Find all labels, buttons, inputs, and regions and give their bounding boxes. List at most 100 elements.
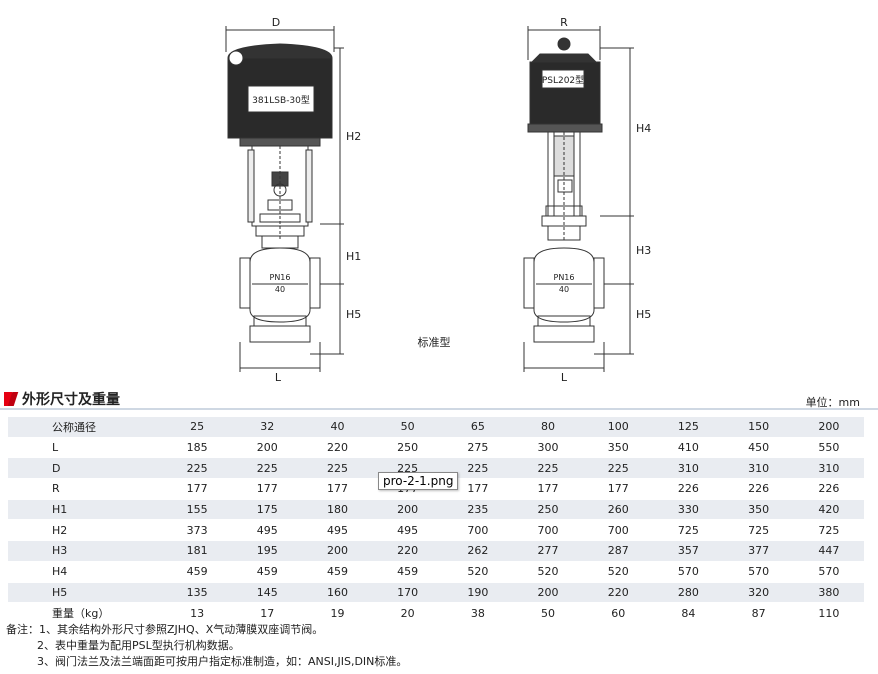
table-cell: 275 <box>442 437 513 459</box>
table-cell: 420 <box>793 499 864 521</box>
note-line-2: 2、表中重量为配用PSL型执行机构数据。 <box>37 639 240 652</box>
dim-h5-right-label: H5 <box>636 308 651 321</box>
left-actuator-label: 381LSB-30型 <box>252 95 310 106</box>
table-cell: 550 <box>793 437 864 459</box>
section-title: 外形尺寸及重量 <box>22 392 120 408</box>
dim-r-label: R <box>560 16 568 29</box>
table-cell: 495 <box>232 519 303 542</box>
table-cell: 330 <box>653 499 724 521</box>
table-cell: 25 <box>162 417 233 438</box>
dim-h5-left-label: H5 <box>346 308 361 321</box>
center-caption: 标准型 <box>418 335 451 349</box>
row-label: H1 <box>8 499 162 521</box>
table-cell: 235 <box>442 499 513 521</box>
table-cell: 177 <box>232 478 303 500</box>
table-cell: 570 <box>793 561 864 583</box>
table-cell: 310 <box>723 457 794 480</box>
table-cell: 145 <box>232 582 303 604</box>
table-cell: 220 <box>372 540 443 562</box>
table-cell: 250 <box>512 499 584 521</box>
table-cell: 177 <box>442 478 513 500</box>
table-cell: 225 <box>162 457 233 480</box>
table-cell: 495 <box>372 519 443 542</box>
table-cell: 226 <box>653 478 724 500</box>
table-cell: 135 <box>162 582 233 604</box>
image-filename-tooltip: pro-2-1.png <box>378 472 459 490</box>
table-cell: 177 <box>162 478 233 500</box>
table-cell: 377 <box>723 540 794 562</box>
table-cell: 310 <box>793 457 864 480</box>
table-cell: 225 <box>512 457 584 480</box>
table-cell: 459 <box>162 561 233 583</box>
table-cell: 50 <box>372 417 443 438</box>
table-cell: 447 <box>793 540 864 562</box>
table-cell: 220 <box>302 437 373 459</box>
table-cell: 277 <box>512 540 584 562</box>
table-cell: 250 <box>372 437 443 459</box>
row-label: H5 <box>8 582 162 604</box>
table-cell: 160 <box>302 582 373 604</box>
table-cell: 280 <box>653 582 724 604</box>
row-label: L <box>8 437 162 459</box>
table-cell: 177 <box>583 478 654 500</box>
table-cell: 570 <box>723 561 794 583</box>
table-cell: 380 <box>793 582 864 604</box>
table-cell: 226 <box>793 478 864 500</box>
dim-h4-label: H4 <box>636 122 651 135</box>
table-cell: 220 <box>583 582 654 604</box>
technical-drawing: D R 381LSB-30型 PSL202型 H2 H1 H5 H4 H3 H5… <box>225 16 651 384</box>
table-cell: 100 <box>583 417 654 438</box>
table-cell: 50 <box>512 602 584 624</box>
table-cell: 225 <box>302 457 373 480</box>
table-cell: 459 <box>232 561 303 583</box>
section-accent-icon <box>4 392 12 406</box>
table-cell: 17 <box>232 602 303 624</box>
section-header: 外形尺寸及重量 单位：mm <box>0 388 878 412</box>
table-cell: 195 <box>232 540 303 562</box>
dim-h2-label: H2 <box>346 130 361 143</box>
table-cell: 725 <box>723 519 794 542</box>
table-cell: 80 <box>512 417 584 438</box>
left-valve-dn: 40 <box>275 285 285 294</box>
table-cell: 125 <box>653 417 724 438</box>
table-cell: 260 <box>583 499 654 521</box>
table-cell: 40 <box>302 417 373 438</box>
table-cell: 65 <box>442 417 513 438</box>
row-label: H4 <box>8 561 162 583</box>
table-cell: 19 <box>302 602 373 624</box>
dim-l-left-label: L <box>275 371 282 384</box>
dim-l-right-label: L <box>561 371 568 384</box>
table-cell: 175 <box>232 499 303 521</box>
table-cell: 200 <box>793 417 864 438</box>
table-cell: 225 <box>583 457 654 480</box>
table-cell: 181 <box>162 540 233 562</box>
table-cell: 60 <box>583 602 654 624</box>
table-cell: 150 <box>723 417 794 438</box>
row-label: D <box>8 457 162 480</box>
table-cell: 310 <box>653 457 724 480</box>
table-cell: 725 <box>653 519 724 542</box>
table-cell: 87 <box>723 602 794 624</box>
table-cell: 32 <box>232 417 303 438</box>
table-cell: 495 <box>302 519 373 542</box>
table-cell: 350 <box>583 437 654 459</box>
table-cell: 200 <box>512 582 584 604</box>
table-cell: 700 <box>442 519 513 542</box>
table-cell: 320 <box>723 582 794 604</box>
table-cell: 155 <box>162 499 233 521</box>
right-actuator-label: PSL202型 <box>542 75 584 86</box>
right-valve-pn: PN16 <box>554 273 575 282</box>
table-cell: 200 <box>372 499 443 521</box>
table-cell: 177 <box>512 478 584 500</box>
table-cell: 357 <box>653 540 724 562</box>
table-cell: 700 <box>583 519 654 542</box>
left-valve-pn: PN16 <box>270 273 291 282</box>
